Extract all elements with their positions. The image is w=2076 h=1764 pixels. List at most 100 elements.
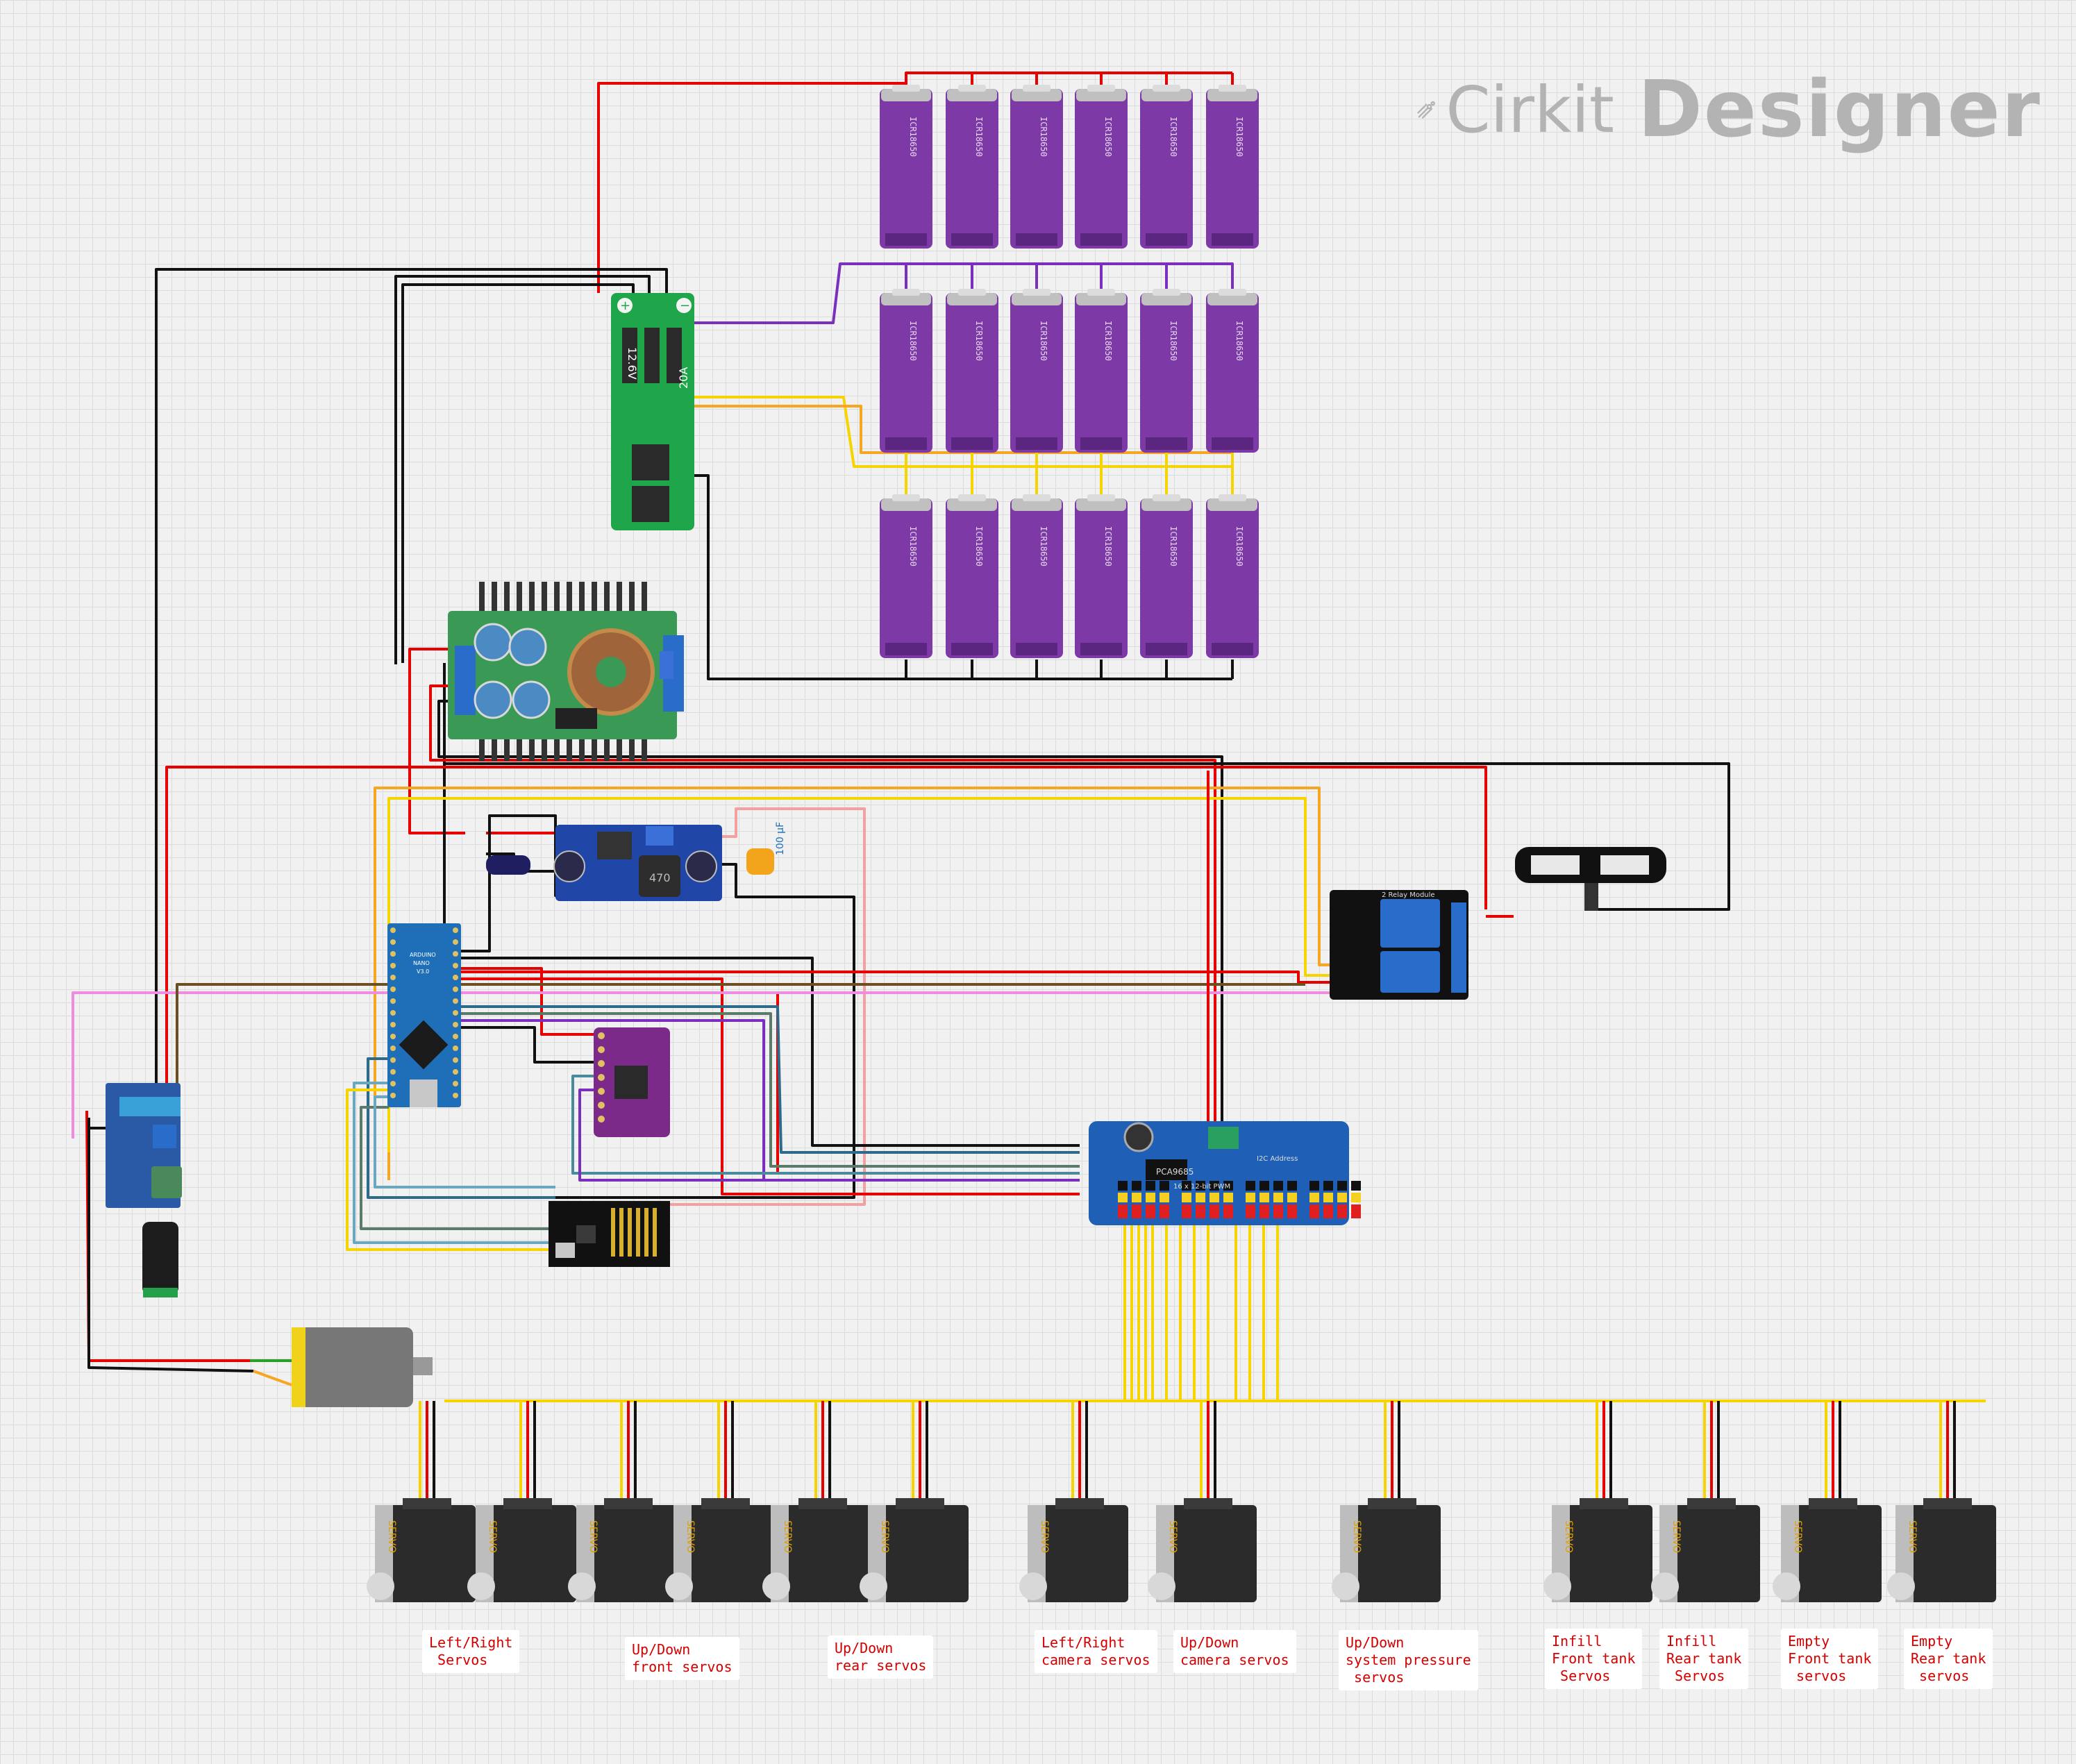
battery-label: ICR18650 [1234,526,1244,566]
motor-shaft [413,1357,433,1375]
servo-header [1246,1181,1255,1191]
servo-group-label: Left/Right Servos [422,1630,520,1673]
antenna-trace [636,1208,640,1257]
servo-motor [665,1498,774,1602]
pin [453,1093,458,1098]
servo-horn [568,1572,596,1600]
relay [1380,951,1440,993]
servo-label: SERVO [1671,1520,1682,1553]
pin [453,939,458,945]
servo-header [1337,1204,1347,1218]
regulator-chip [597,832,632,859]
servo-label: SERVO [487,1520,498,1553]
arduino-label: NANO [413,960,430,966]
servo-group-label: Left/Right camera servos [1035,1630,1157,1673]
pin [390,951,396,957]
pin [453,1010,458,1016]
heatsink-fin [517,582,522,621]
servo-header [1259,1181,1269,1191]
wire-orange [374,787,1333,1152]
usb-connector [410,1080,437,1107]
servo-header [1287,1193,1297,1202]
servo-header [1118,1181,1128,1191]
servo-header [1118,1204,1128,1218]
mosfet [644,328,660,383]
pin [598,1116,605,1123]
servo-header [1196,1193,1205,1202]
servo-header [1160,1181,1169,1191]
wire-red [458,977,1080,1195]
motor-endcap [292,1327,305,1407]
servo-label: SERVO [879,1520,890,1553]
mosfet [632,486,669,522]
servo-header [1309,1181,1319,1191]
arduino-nano [387,923,461,1107]
heatsink-fin [479,582,485,621]
heatsink-fin [567,722,572,761]
capacitor [512,680,551,719]
servo-header [1351,1181,1361,1191]
servo-label: SERVO [1039,1520,1050,1553]
battery-cell: ICR18650 [880,85,932,249]
wire-red [458,967,604,1036]
wire-yellow [346,1089,555,1251]
pin [390,998,396,1004]
wire-black [555,863,855,1199]
battery-cell: ICR18650 [946,494,998,658]
battery-cell: ICR18650 [1075,494,1128,658]
servo-header [1223,1204,1233,1218]
pin [453,927,458,933]
battery-cell: ICR18650 [880,289,932,453]
servo-group-label: Up/Down front servos [625,1637,739,1680]
heatsink-fin [579,722,585,761]
bms-board [611,293,694,530]
servo-horn [665,1572,693,1600]
brand-name-light: Cirkit [1446,72,1614,147]
pin [453,1057,458,1063]
heatsink-fin [629,582,635,621]
battery-cell: ICR18650 [1010,289,1063,453]
battery-cell: ICR18650 [1075,85,1128,249]
servo-label: SERVO [1792,1520,1803,1553]
battery-label: ICR18650 [1039,117,1048,157]
wire-teal [571,1075,1080,1175]
battery-label: ICR18650 [1169,321,1178,361]
pin [598,1102,605,1109]
nrf24-module [549,1201,670,1267]
wire-red [408,648,465,834]
relay-title: 2 Relay Module [1382,891,1435,899]
heatsink-fin [592,722,597,761]
servo-horn [1651,1572,1679,1600]
battery-label: ICR18650 [908,117,918,157]
motor-speed-controller [106,1083,182,1297]
battery-cell: ICR18650 [1140,85,1193,249]
wire-teal-light [374,1095,555,1188]
battery-label: ICR18650 [974,117,984,157]
battery-label: ICR18650 [1039,526,1048,566]
pin [453,951,458,957]
servo-group-label: Infill Rear tank Servos [1659,1629,1749,1689]
servo-horn [1148,1572,1175,1600]
servo-header [1209,1204,1219,1218]
servo-header [1182,1193,1191,1202]
servo-header [1351,1204,1361,1218]
servo-horn [467,1572,495,1600]
wire-teal [367,1057,555,1199]
servo-header [1146,1181,1155,1191]
pin [453,1045,458,1051]
servo-header [1337,1181,1347,1191]
servo-motor [467,1498,576,1602]
pin [598,1074,605,1081]
battery-label: ICR18650 [1039,321,1048,361]
wire-green [458,1012,1080,1168]
battery-label: ICR18650 [1103,117,1113,157]
servo-motor [1332,1498,1441,1602]
servo-header [1132,1193,1141,1202]
battery-label: ICR18650 [1169,526,1178,566]
servo-motor [1148,1498,1257,1602]
servo-horn [1887,1572,1915,1600]
servo-header [1132,1181,1141,1191]
servo-header [1287,1181,1297,1191]
